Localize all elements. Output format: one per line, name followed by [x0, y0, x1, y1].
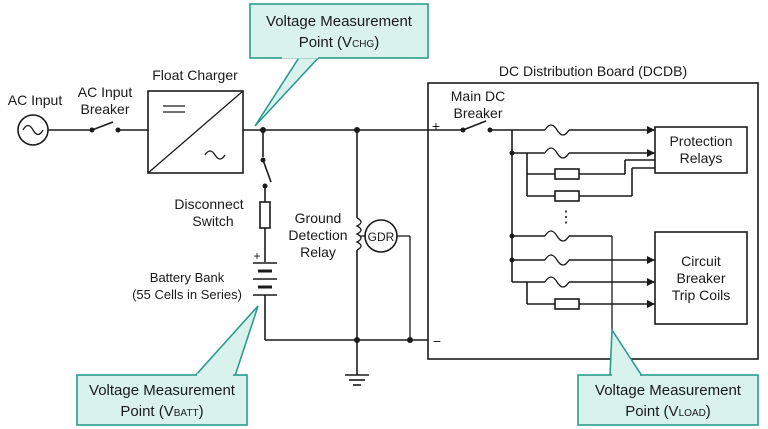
float-charger-label: Float Charger	[152, 67, 238, 83]
main-dc-breaker-label-1: Main DC	[451, 88, 505, 104]
trip-coils-box	[654, 231, 748, 325]
dcdb-title: DC Distribution Board (DCDB)	[499, 63, 687, 79]
battery-branch: Disconnect Switch + Battery Bank (55 Cel…	[132, 130, 277, 340]
callout-vbatt-line2: Point (VBATT)	[120, 403, 203, 420]
trip-coil-feeders	[512, 230, 655, 310]
ac-breaker-label-2: Breaker	[80, 101, 129, 117]
disconnect-label-2: Switch	[192, 213, 233, 229]
disconnect-label-1: Disconnect	[174, 196, 243, 212]
callout-vbatt-pointer	[193, 305, 259, 377]
protection-relays-box	[654, 126, 748, 174]
dc-distribution-board: DC Distribution Board (DCDB) + − Main DC…	[427, 63, 759, 360]
callout-vbatt: Voltage Measurement Point (VBATT)	[76, 305, 259, 426]
trip-coils-label-2: Breaker	[676, 270, 725, 286]
charger-box	[147, 90, 244, 174]
minus-terminal: −	[433, 333, 441, 349]
ground-detection-relay: GDR Ground Detection Relay	[288, 130, 411, 386]
protection-relays-label-2: Relays	[680, 150, 723, 166]
breaker-switch-icon	[91, 121, 114, 131]
callout-vload-box	[577, 374, 759, 426]
callout-vload-line2: Point (VLOAD)	[625, 403, 711, 420]
protection-relays-label-1: Protection	[669, 133, 732, 149]
callout-vbatt-box	[76, 374, 248, 426]
main-dc-breaker-label-2: Breaker	[453, 105, 502, 121]
battery-icon	[253, 262, 277, 296]
float-charger: Float Charger	[147, 67, 244, 174]
ground-detection-label-2: Detection	[288, 227, 347, 243]
trip-coils-label-1: Circuit	[681, 253, 721, 269]
ac-source: AC Input	[8, 92, 63, 146]
callout-vload-line1: Voltage Measurement	[595, 382, 742, 399]
callout-vchg-line1: Voltage Measurement	[266, 13, 413, 30]
ground-detection-label-3: Relay	[300, 244, 336, 260]
disconnect-switch-icon	[262, 159, 272, 183]
callout-vload-pointer	[609, 327, 644, 377]
protection-feeders	[512, 124, 655, 202]
relay-coil-icon	[355, 217, 362, 251]
callout-vbatt-line1: Voltage Measurement	[89, 382, 236, 399]
callout-vload: Voltage Measurement Point (VLOAD)	[577, 236, 759, 426]
battery-bank-label-1: Battery Bank	[150, 270, 225, 285]
callout-vchg-line2: Point (VCHG)	[299, 34, 380, 51]
more-feeders-ellipsis: ⋮	[558, 209, 574, 226]
ground-detection-label-1: Ground	[295, 210, 342, 226]
ac-input-label: AC Input	[8, 92, 63, 108]
main-breaker-switch-icon	[462, 120, 487, 131]
plus-terminal: +	[432, 118, 440, 134]
ac-input-breaker: AC Input Breaker	[48, 84, 148, 133]
svg-text:+: +	[253, 249, 260, 263]
trip-coils-label-3: Trip Coils	[672, 287, 731, 303]
sine-wave-icon	[22, 124, 44, 136]
battery-bank-label-2: (55 Cells in Series)	[132, 287, 242, 302]
dcdb-box	[427, 82, 759, 360]
gdr-label: GDR	[368, 230, 395, 244]
ac-symbol-icon	[204, 150, 226, 160]
callout-vchg: Voltage Measurement Point (VCHG)	[249, 3, 429, 127]
ac-breaker-label-1: AC Input	[78, 84, 133, 100]
callout-vchg-box	[249, 3, 429, 59]
fuse-icon	[259, 201, 271, 229]
callout-vchg-pointer	[254, 55, 322, 127]
